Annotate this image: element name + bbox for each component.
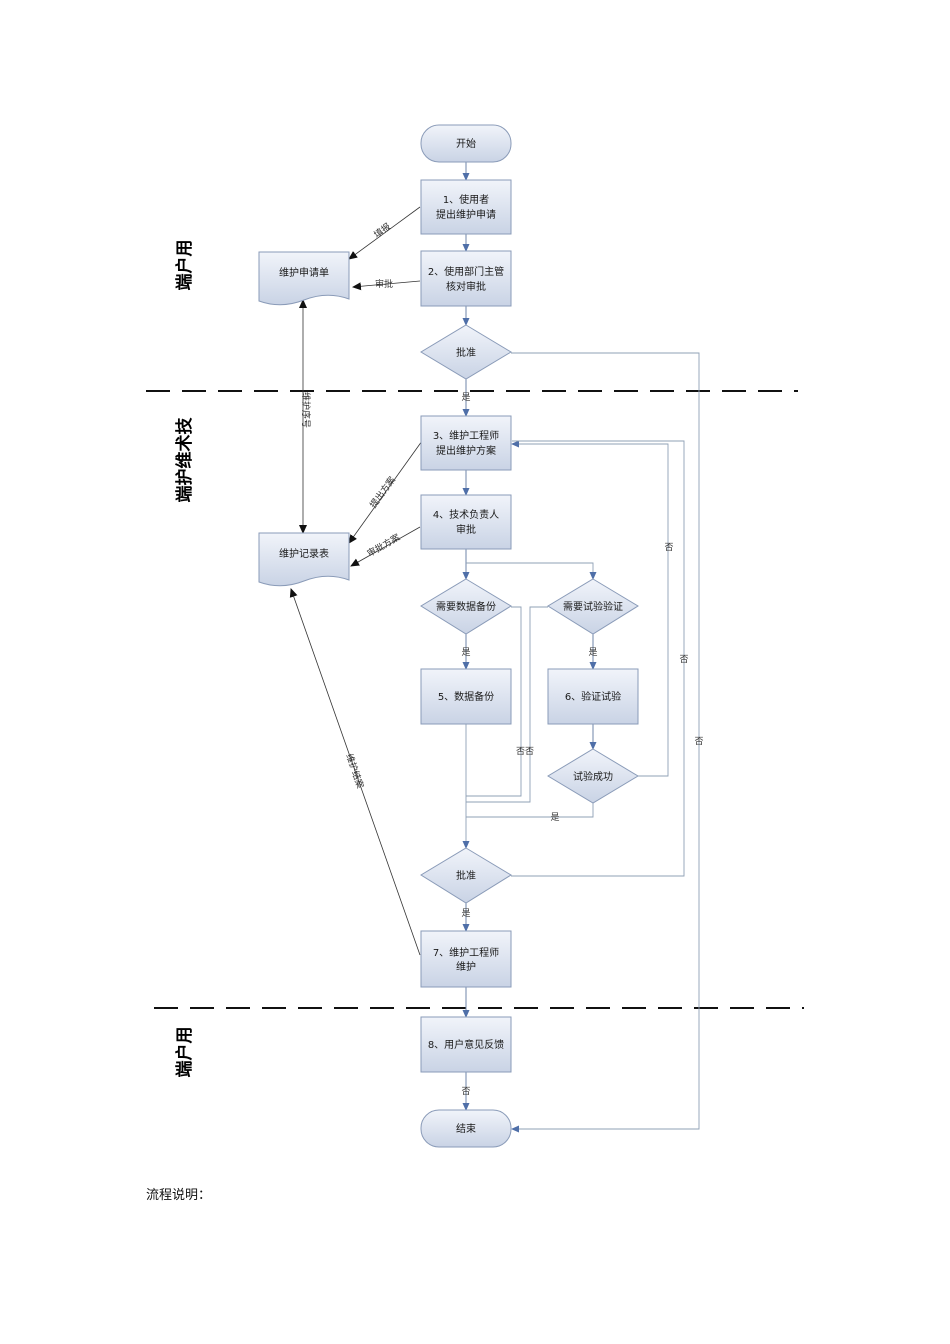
label-fill: 填报 bbox=[371, 220, 393, 240]
doc-record-shape bbox=[258, 532, 350, 587]
start-terminal bbox=[420, 124, 512, 163]
test-success-label: 试验成功 bbox=[573, 770, 613, 783]
edge-split-need-test bbox=[466, 562, 597, 580]
label-approve-doc: 审批 bbox=[375, 278, 393, 290]
step4-box bbox=[420, 494, 512, 550]
end-label: 结束 bbox=[456, 1122, 476, 1135]
approve1-diamond bbox=[420, 324, 512, 380]
step8-label: 8、用户意见反馈 bbox=[428, 1038, 504, 1051]
label-no-test-fail: 否 bbox=[664, 542, 673, 553]
label-yes-backup: 是 bbox=[461, 647, 470, 658]
step1-line2: 提出维护申请 bbox=[436, 208, 496, 221]
step2-box bbox=[420, 250, 512, 307]
step4-line1: 4、技术负责人 bbox=[433, 508, 499, 521]
step7-line1: 7、维护工程师 bbox=[433, 946, 499, 959]
step1-line1: 1、使用者 bbox=[443, 193, 489, 206]
need-backup-diamond bbox=[420, 578, 512, 635]
step6-label: 6、验证试验 bbox=[565, 690, 621, 703]
label-archive: 维护结案 bbox=[343, 752, 366, 790]
step6-box bbox=[547, 668, 639, 725]
doc-request-label: 维护申请单 bbox=[279, 266, 329, 279]
edge-archive-record bbox=[289, 588, 421, 956]
need-backup-label: 需要数据备份 bbox=[436, 600, 496, 613]
label-no-final: 否 bbox=[461, 1086, 470, 1097]
end-terminal bbox=[420, 1109, 512, 1148]
start-label: 开始 bbox=[456, 137, 476, 150]
edge-success-no bbox=[511, 440, 669, 777]
step7-line2: 维护 bbox=[456, 960, 476, 973]
step7-box bbox=[420, 930, 512, 988]
step3-line2: 提出维护方案 bbox=[436, 444, 496, 457]
step1-box bbox=[420, 179, 512, 235]
need-test-diamond bbox=[547, 578, 639, 635]
label-no-far-right: 否 bbox=[694, 736, 703, 747]
edge-success-yes bbox=[466, 803, 594, 818]
step5-box bbox=[420, 668, 512, 725]
label-maintain-no: 维护序号 bbox=[300, 392, 312, 428]
step3-line1: 3、维护工程师 bbox=[433, 429, 499, 442]
label-yes1: 是 bbox=[461, 392, 470, 403]
edge-propose-record bbox=[348, 440, 423, 544]
label-yes2: 是 bbox=[461, 908, 470, 919]
edge-fill-request bbox=[348, 206, 421, 260]
label-approve-plan: 审批方案 bbox=[365, 531, 402, 559]
step4-line2: 审批 bbox=[456, 523, 476, 536]
edge-approve1-no bbox=[511, 352, 700, 1133]
edge-test-no bbox=[466, 606, 548, 803]
edge-approve-request bbox=[352, 280, 421, 291]
edge-backup-no bbox=[466, 606, 522, 797]
edge-approve2-no bbox=[511, 440, 685, 877]
step8-box bbox=[420, 1016, 512, 1073]
lane-label-tech: 端护维术技 bbox=[174, 417, 195, 503]
label-no-right: 否 bbox=[679, 654, 688, 665]
test-success-diamond bbox=[547, 748, 639, 804]
need-test-label: 需要试验验证 bbox=[563, 600, 623, 613]
lane-label-user-bottom: 端户用 bbox=[174, 1027, 195, 1078]
doc-record-label: 维护记录表 bbox=[279, 547, 329, 560]
label-no-no: 否否 bbox=[516, 746, 534, 757]
approve2-label: 批准 bbox=[456, 869, 476, 882]
approve1-label: 批准 bbox=[456, 346, 476, 359]
label-yes-success: 是 bbox=[550, 812, 559, 823]
edge-approve-record bbox=[350, 526, 421, 567]
step2-line1: 2、使用部门主管 bbox=[428, 265, 504, 278]
step3-box bbox=[420, 415, 512, 471]
step2-line2: 核对审批 bbox=[446, 280, 486, 293]
approve2-diamond bbox=[420, 847, 512, 904]
lane-label-user-top: 端户用 bbox=[174, 240, 195, 291]
doc-request-shape bbox=[258, 251, 350, 306]
step5-label: 5、数据备份 bbox=[438, 690, 494, 703]
label-propose-plan: 提出方案 bbox=[367, 474, 398, 510]
process-description-heading: 流程说明： bbox=[146, 1188, 212, 1203]
label-yes-test: 是 bbox=[588, 647, 597, 658]
